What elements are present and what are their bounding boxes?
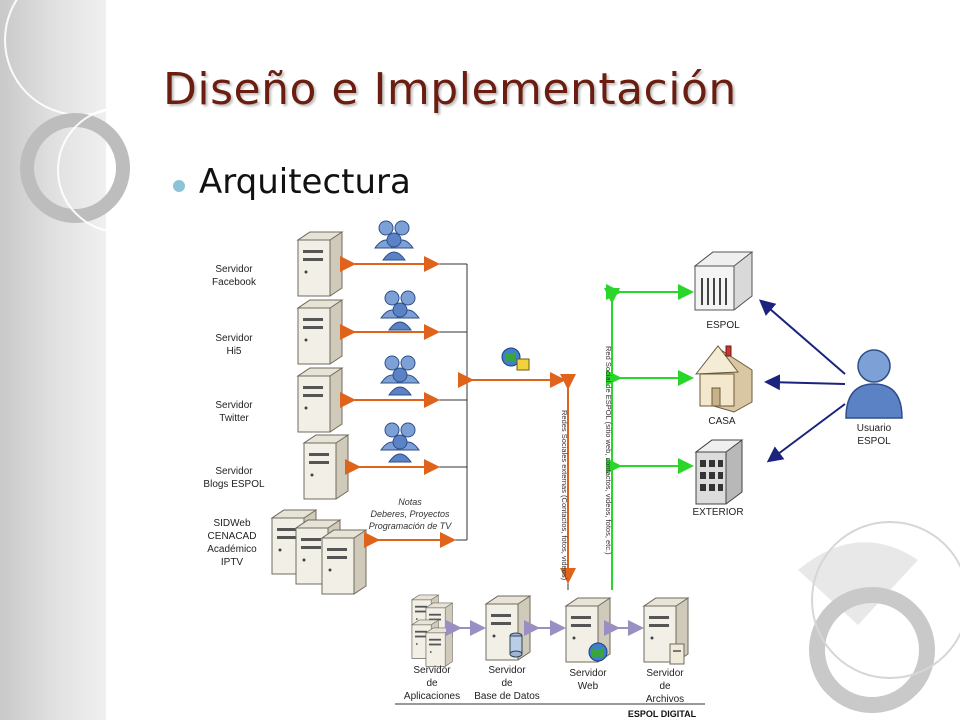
orange-arrows	[340, 256, 576, 584]
server-web-icon	[565, 597, 611, 663]
bullet-text: Arquitectura	[199, 162, 411, 202]
label-internal-social: Red Social de ESPOL (sitio web, contacto…	[604, 346, 613, 555]
svg-text:Servidor: Servidor	[215, 264, 253, 275]
svg-text:SIDWeb: SIDWeb	[213, 518, 250, 529]
label-server-blogs: Servidor Blogs ESPOL	[203, 466, 265, 490]
label-server-twitter: Servidor Twitter	[215, 400, 253, 424]
server-facebook-icon	[297, 231, 343, 297]
globe-network-icon	[501, 347, 530, 371]
svg-text:Deberes, Proyectos: Deberes, Proyectos	[370, 509, 450, 519]
svg-text:de: de	[501, 678, 513, 689]
label-notes: Notas Deberes, Proyectos Programación de…	[369, 497, 453, 531]
label-server-hi5: Servidor Hi5	[215, 333, 253, 357]
svg-text:Programación de TV: Programación de TV	[369, 521, 453, 531]
bullet-dot	[173, 180, 185, 192]
svg-text:Twitter: Twitter	[219, 413, 249, 424]
svg-text:Notas: Notas	[398, 497, 422, 507]
svg-text:Base de Datos: Base de Datos	[474, 691, 540, 702]
green-arrows	[604, 284, 694, 590]
house-casa-icon	[694, 345, 753, 413]
server-applications-icon	[411, 594, 453, 667]
svg-text:Aplicaciones: Aplicaciones	[404, 691, 460, 702]
label-server-database: Servidor de Base de Datos	[474, 665, 540, 702]
server-database-icon	[485, 595, 531, 661]
user-espol-icon	[845, 349, 903, 419]
users-group-icon	[380, 290, 420, 331]
svg-text:Archivos: Archivos	[646, 694, 684, 705]
svg-text:de: de	[426, 678, 438, 689]
label-user-espol: Usuario ESPOL	[857, 423, 892, 447]
label-exterior: EXTERIOR	[692, 507, 743, 518]
server-blogs-icon	[303, 434, 349, 500]
server-iptv-icon	[321, 529, 367, 595]
svg-text:IPTV: IPTV	[221, 557, 244, 568]
svg-text:Servidor: Servidor	[215, 466, 253, 477]
svg-text:Servidor: Servidor	[646, 668, 684, 679]
label-server-web: Servidor Web	[569, 668, 607, 692]
svg-text:Académico: Académico	[207, 544, 257, 555]
svg-text:Servidor: Servidor	[215, 333, 253, 344]
building-espol-icon	[693, 251, 754, 311]
svg-text:Hi5: Hi5	[226, 346, 241, 357]
label-espol: ESPOL	[706, 320, 740, 331]
users-group-icon	[380, 355, 420, 396]
label-espol-digital: ESPOL DIGITAL	[628, 709, 697, 719]
server-files-icon	[643, 597, 689, 665]
users-group-icon	[374, 220, 414, 261]
svg-text:Servidor: Servidor	[413, 665, 451, 676]
office-building-exterior-icon	[694, 439, 744, 505]
label-casa: CASA	[708, 416, 736, 427]
svg-text:Servidor: Servidor	[215, 400, 253, 411]
svg-text:Blogs ESPOL: Blogs ESPOL	[203, 479, 265, 490]
svg-text:Usuario: Usuario	[857, 423, 892, 434]
svg-text:ESPOL: ESPOL	[857, 436, 891, 447]
svg-text:CENACAD: CENACAD	[208, 531, 257, 542]
label-server-facebook: Servidor Facebook	[212, 264, 257, 288]
label-server-files: Servidor de Archivos	[646, 668, 684, 705]
label-sidweb-group: SIDWeb CENACAD Académico IPTV	[207, 518, 257, 568]
label-external-social: Redes Sociales externas (Contactos, foto…	[560, 410, 569, 581]
label-server-applications: Servidor de Aplicaciones	[404, 665, 460, 702]
svg-text:Servidor: Servidor	[488, 665, 526, 676]
svg-text:Servidor: Servidor	[569, 668, 607, 679]
server-twitter-icon	[297, 367, 343, 433]
slide-title: Diseño e Implementación	[163, 64, 737, 115]
svg-text:Web: Web	[578, 681, 599, 692]
users-group-icon	[380, 422, 420, 463]
svg-text:de: de	[659, 681, 671, 692]
svg-text:Facebook: Facebook	[212, 277, 257, 288]
user-arrows	[758, 299, 846, 463]
server-hi5-icon	[297, 299, 343, 365]
